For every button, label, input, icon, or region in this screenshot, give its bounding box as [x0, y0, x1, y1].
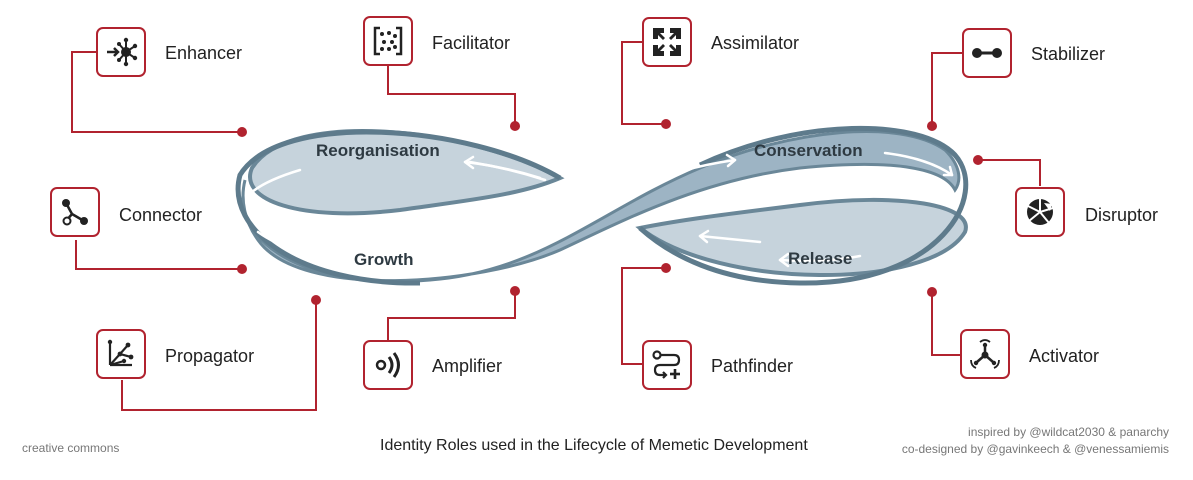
- phase-conservation: Conservation: [754, 141, 863, 160]
- facilitator-label: Facilitator: [432, 33, 511, 53]
- pathfinder-icon: [652, 350, 681, 379]
- assimilator-connector: [621, 41, 666, 125]
- arrow-reorg-head: [463, 155, 475, 170]
- arrow-release-to-center-head: [698, 229, 710, 244]
- arrow-center-head: [569, 207, 582, 221]
- loop-rim-left: [235, 129, 562, 286]
- propagator-role-box: [96, 329, 146, 379]
- disruptor-dot: [973, 155, 983, 165]
- facilitator-role-box: [363, 16, 413, 66]
- activator-label: Activator: [1029, 346, 1100, 366]
- enhancer-icon: [107, 37, 138, 67]
- connector-dot: [237, 264, 247, 274]
- stabilizer-connector: [931, 52, 962, 126]
- facilitator-connector: [387, 66, 516, 126]
- loop-front-band: [241, 130, 961, 283]
- stabilizer-role-box: [962, 28, 1012, 78]
- arrow-conservation-out: [883, 151, 954, 177]
- arrow-conservation-out-head: [942, 165, 954, 177]
- arrow-center: [468, 210, 582, 257]
- propagator-label: Propagator: [165, 346, 255, 366]
- activator-icon: [970, 339, 1000, 369]
- stabilizer-icon: [972, 48, 1002, 58]
- facilitator-dot: [510, 121, 520, 131]
- pathfinder-connector: [621, 267, 666, 365]
- enhancer-role-box: [96, 27, 146, 77]
- assimilator-role-box: [642, 17, 692, 67]
- arrow-reorg-right: [468, 160, 547, 182]
- diagram-title: Identity Roles used in the Lifecycle of …: [380, 437, 808, 454]
- arrow-growth-in: [256, 230, 342, 260]
- facilitator-icon: [373, 26, 403, 56]
- phase-reorganisation: Reorganisation: [316, 141, 440, 160]
- phase-release: Release: [788, 249, 853, 268]
- phase-growth: Growth: [354, 250, 414, 269]
- amplifier-role-box: [363, 340, 413, 390]
- stabilizer-dot: [927, 121, 937, 131]
- activator-role-box: [960, 329, 1010, 379]
- assimilator-dot: [661, 119, 671, 129]
- arrow-release-head: [778, 252, 790, 268]
- propagator-icon: [107, 339, 134, 367]
- pathfinder-dot: [661, 263, 671, 273]
- credit-line-2: co-designed by @gavinkeech & @venessamie…: [901, 442, 1169, 456]
- loop-rim-right: [638, 125, 969, 286]
- propagator-dot: [311, 295, 321, 305]
- amplifier-connector: [387, 291, 516, 340]
- connector-dots: [237, 119, 983, 305]
- enhancer-dot: [237, 127, 247, 137]
- connector-label: Connector: [119, 205, 203, 225]
- connector-role-box: [50, 187, 100, 237]
- arrow-release: [778, 254, 862, 263]
- assimilator-icon: [653, 28, 681, 56]
- arrow-release-to-center: [698, 234, 762, 244]
- flow-arrows: [250, 151, 954, 268]
- arrow-conservation-in-head: [725, 153, 737, 168]
- connector-icon: [62, 199, 88, 226]
- disruptor-label: Disruptor: [1085, 205, 1159, 225]
- amplifier-dot: [510, 286, 520, 296]
- disruptor-connector: [978, 159, 1041, 186]
- enhancer-label: Enhancer: [165, 43, 243, 63]
- assimilator-label: Assimilator: [711, 33, 800, 53]
- activator-connector: [931, 292, 960, 356]
- arrow-growth-in-head: [330, 250, 342, 266]
- enhancer-connector: [71, 51, 242, 133]
- connector-connector: [75, 240, 242, 270]
- stabilizer-label: Stabilizer: [1031, 44, 1106, 64]
- amplifier-icon: [375, 352, 400, 378]
- propagator-connector: [121, 300, 317, 411]
- connector-lines: [71, 41, 1041, 411]
- license-text: creative commons: [22, 441, 120, 455]
- pathfinder-role-box: [642, 340, 692, 390]
- amplifier-label: Amplifier: [432, 356, 503, 376]
- arrow-left-inner: [250, 168, 302, 194]
- credit-line-1: inspired by @wildcat2030 & panarchy: [968, 425, 1169, 439]
- arrow-conservation-in: [628, 158, 737, 192]
- pathfinder-label: Pathfinder: [711, 356, 794, 376]
- disruptor-icon: [1027, 198, 1054, 225]
- disruptor-role-box: [1015, 187, 1065, 237]
- activator-dot: [927, 287, 937, 297]
